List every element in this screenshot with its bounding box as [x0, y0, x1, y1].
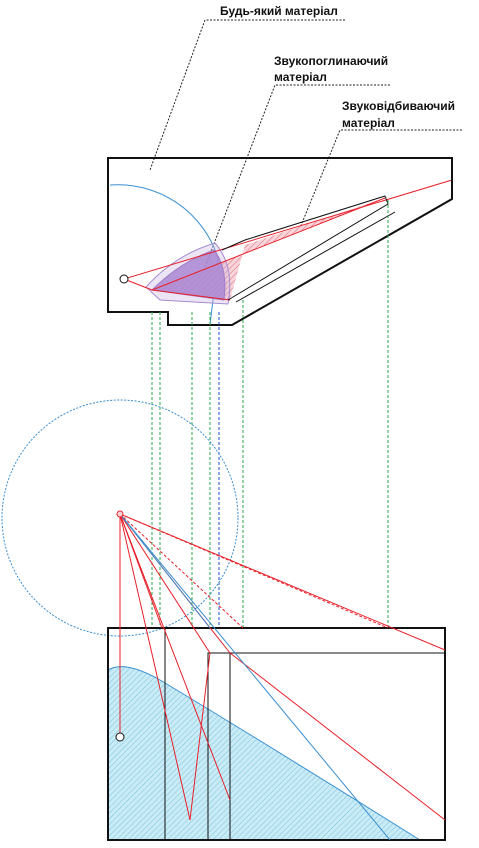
- label-absorbing-line1: Звукопоглинаючий: [274, 54, 389, 68]
- label-any-material: Будь-який матеріал: [220, 4, 338, 18]
- coverage-arc-section: [109, 184, 219, 326]
- leader-any-material: [149, 19, 345, 171]
- label-reflecting-line2: матеріал: [342, 116, 395, 130]
- leader-reflecting: [299, 129, 462, 229]
- rays-section: [123, 179, 453, 301]
- section-view: [107, 157, 453, 326]
- coverage-circle-plan: [1, 399, 239, 637]
- rays-plan-dashed: [119, 513, 389, 629]
- absorbing-material-outer: [145, 242, 231, 305]
- projection-lines: [151, 200, 389, 628]
- listener-point-plan: [115, 732, 125, 742]
- plan-panels: [164, 628, 445, 840]
- label-absorbing-line2: матеріал: [274, 70, 327, 84]
- rays-plan-blue: [119, 513, 391, 841]
- sound-source-plan: [116, 510, 124, 518]
- plan-view: [1, 399, 446, 841]
- floor-coverage-fill: [107, 666, 422, 841]
- sound-source-section: [119, 274, 129, 284]
- absorbing-material-fill: [150, 249, 226, 301]
- rays-plan: [119, 513, 446, 821]
- reflecting-panels: [221, 195, 396, 303]
- hall-outline-plan: [107, 627, 446, 841]
- label-reflecting-line1: Звуковідбиваючий: [342, 99, 455, 113]
- hall-outline-section: [107, 157, 453, 326]
- label-leaders: [149, 19, 462, 281]
